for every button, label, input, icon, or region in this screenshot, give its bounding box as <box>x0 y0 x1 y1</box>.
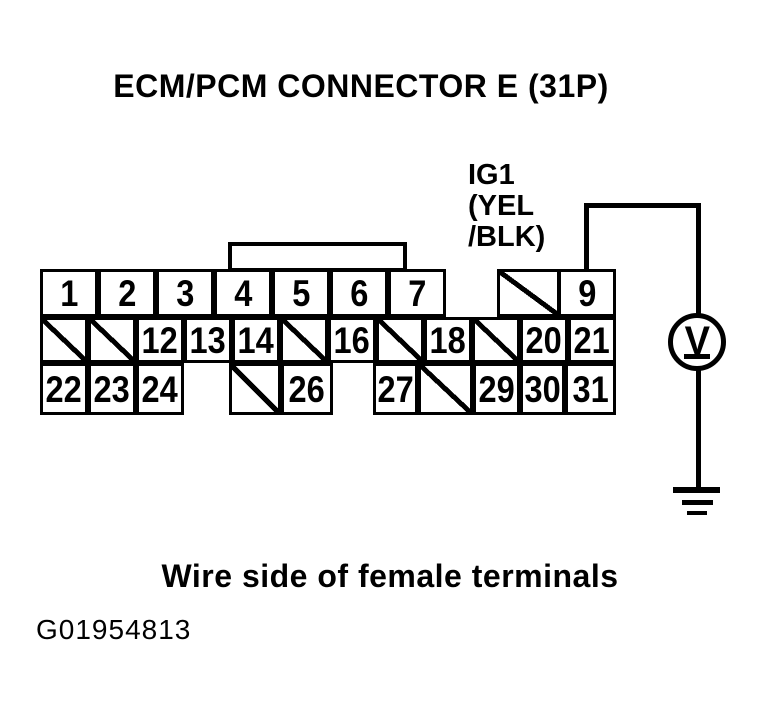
pin-cell-31: 31 <box>565 363 616 415</box>
pin-cell-12: 12 <box>136 317 184 363</box>
wire-segment-top <box>584 203 701 208</box>
pin-cell-13: 13 <box>184 317 232 363</box>
wire-segment-right-lower <box>696 369 701 490</box>
pin-cell-21: 21 <box>568 317 616 363</box>
pin-cell-18: 18 <box>424 317 472 363</box>
wire-segment-right-upper <box>696 203 701 315</box>
diagram-title: ECM/PCM CONNECTOR E (31P) <box>113 68 609 104</box>
ground-bar-3 <box>687 511 707 515</box>
pin-cell-1: 1 <box>40 269 98 317</box>
wire-color-label-line1: IG1 <box>468 159 515 191</box>
pin-cell-22: 22 <box>40 363 88 415</box>
pin-cell-9: 9 <box>558 269 616 317</box>
blank-cell-8 <box>497 269 560 317</box>
pin-cell-6: 6 <box>330 269 388 317</box>
pin-cell-24: 24 <box>136 363 184 415</box>
voltmeter-icon: V <box>668 313 726 371</box>
pin-cell-7: 7 <box>388 269 446 317</box>
wire-color-label-line3: /BLK) <box>468 221 546 253</box>
diagram-caption: Wire side of female terminals <box>161 558 619 594</box>
pin-cell-30: 30 <box>520 363 565 415</box>
wire-color-label: IG1 (YEL /BLK) <box>468 160 545 253</box>
pin-cell-14: 14 <box>232 317 280 363</box>
blank-cell-11 <box>88 317 136 363</box>
pin-cell-4: 4 <box>214 269 272 317</box>
ground-bar-2 <box>682 500 713 505</box>
pin-cell-23: 23 <box>88 363 136 415</box>
pin-cell-27: 27 <box>373 363 418 415</box>
blank-cell-19 <box>472 317 520 363</box>
ground-bar-1 <box>673 487 720 493</box>
blank-cell-28 <box>418 363 473 415</box>
wire-segment-pin9-stub <box>584 203 589 273</box>
ground-icon <box>673 487 720 515</box>
voltmeter-underline <box>684 353 710 359</box>
wire-color-label-line2: (YEL <box>468 190 535 222</box>
voltmeter-label: V <box>684 318 710 363</box>
pin-cell-20: 20 <box>520 317 568 363</box>
figure-id: G01954813 <box>36 614 192 645</box>
connector-keying-tab <box>228 242 407 272</box>
pin-cell-26: 26 <box>281 363 333 415</box>
blank-cell-15 <box>280 317 328 363</box>
pin-cell-3: 3 <box>156 269 214 317</box>
blank-cell-10 <box>40 317 88 363</box>
pin-cell-29: 29 <box>473 363 520 415</box>
blank-cell-25 <box>229 363 281 415</box>
pin-cell-16: 16 <box>328 317 376 363</box>
pin-cell-5: 5 <box>272 269 330 317</box>
pin-cell-2: 2 <box>98 269 156 317</box>
blank-cell-17 <box>376 317 424 363</box>
